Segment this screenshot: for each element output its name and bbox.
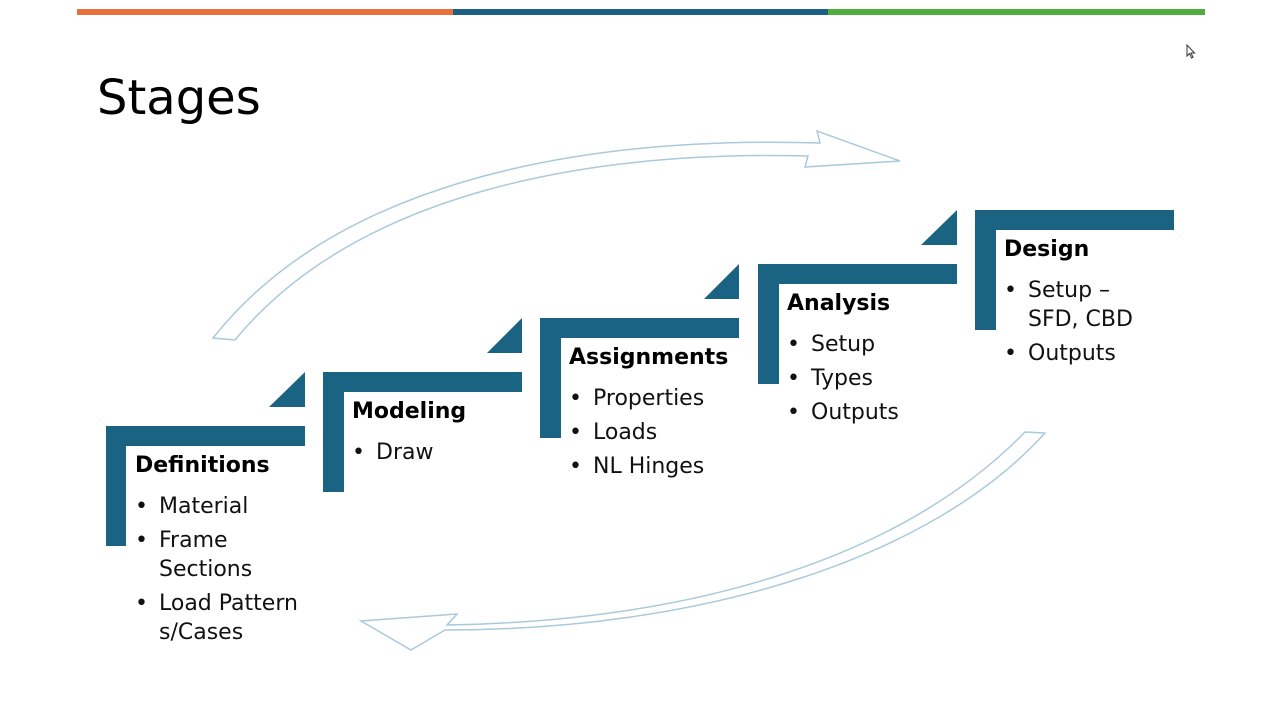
list-item: Load Patterns/Cases <box>135 589 300 647</box>
stage-list-definitions: Material Frame Sections Load Patterns/Ca… <box>135 492 300 652</box>
list-item: Outputs <box>1004 339 1164 368</box>
stage-heading-design: Design <box>1004 237 1090 262</box>
stage-list-design: Setup – SFD, CBD Outputs <box>1004 276 1164 373</box>
list-item: Frame Sections <box>135 526 300 584</box>
stage-heading-assignments: Assignments <box>569 345 729 370</box>
accent-bar-green <box>828 9 1205 15</box>
accent-bar-blue <box>453 9 828 15</box>
mouse-pointer-icon <box>1186 44 1196 59</box>
list-item: Loads <box>569 418 739 447</box>
stage-list-analysis: Setup Types Outputs <box>787 330 957 432</box>
accent-bar-orange <box>77 9 453 15</box>
stage-list-assignments: Properties Loads NL Hinges <box>569 384 739 486</box>
cycle-arrow-bottom <box>358 431 1047 651</box>
stage-analysis-shape <box>758 210 957 384</box>
slide-title: Stages <box>97 70 261 126</box>
list-item: Setup – SFD, CBD <box>1004 276 1164 334</box>
list-item: Types <box>787 364 957 393</box>
list-item: Material <box>135 492 300 521</box>
stage-heading-definitions: Definitions <box>135 453 270 478</box>
list-item: Properties <box>569 384 739 413</box>
list-item: Draw <box>352 438 517 467</box>
stage-heading-modeling: Modeling <box>352 399 467 424</box>
list-item: Outputs <box>787 398 957 427</box>
list-item: Setup <box>787 330 957 359</box>
list-item: NL Hinges <box>569 452 739 481</box>
cycle-arrow-top <box>211 129 901 341</box>
stage-list-modeling: Draw <box>352 438 517 472</box>
stage-heading-analysis: Analysis <box>787 291 891 316</box>
stage-definitions-shape <box>106 372 305 546</box>
stage-modeling-shape <box>323 318 522 492</box>
stage-design-shape <box>975 210 1174 330</box>
stage-assignments-shape <box>540 264 739 438</box>
